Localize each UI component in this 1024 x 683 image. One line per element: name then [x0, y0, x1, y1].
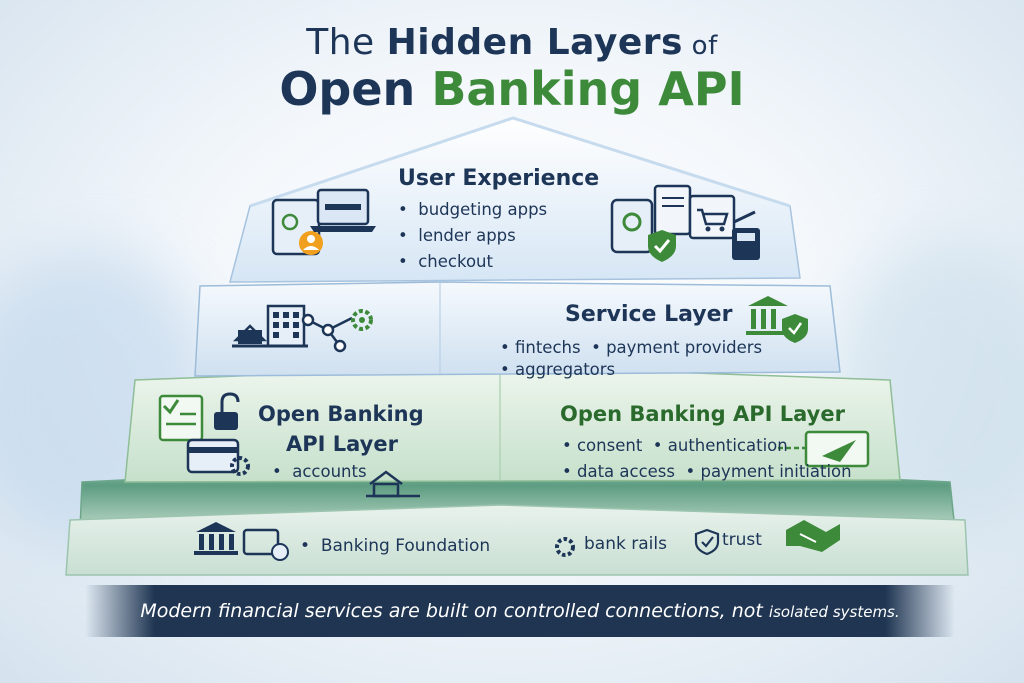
tablet-user-icon: [271, 198, 323, 256]
api-layer-left-heading-2: API Layer: [286, 432, 398, 456]
user-experience-heading: User Experience: [398, 166, 600, 191]
list-item: • budgeting apps: [398, 200, 548, 219]
arrow-send-icon: [778, 430, 870, 468]
title-line-2: Open Banking API: [279, 62, 745, 116]
shield-check-icon: [694, 528, 720, 556]
house-icon: [366, 470, 420, 498]
service-layer-shape: [194, 281, 841, 377]
foundation-item-trust: trust: [722, 530, 762, 550]
gear-icon: [555, 537, 575, 557]
bank-building-icon: [194, 522, 238, 555]
title-line-1: The Hidden Layers of: [306, 22, 718, 63]
foundation-item-bank-rails: bank rails: [584, 534, 667, 554]
list-item: • aggregators: [500, 360, 616, 379]
handshake-icon: [786, 520, 840, 552]
foundation-heading: • Banking Foundation: [300, 536, 491, 556]
bank-building-icon: [232, 304, 308, 348]
list-item: • data access • payment initiation: [562, 462, 852, 481]
service-layer-heading: Service Layer: [565, 302, 733, 327]
api-layer-left-heading-1: Open Banking: [258, 402, 424, 426]
laptop-icon: [310, 188, 376, 232]
network-nodes-icon: [301, 313, 353, 353]
card-terminal-icon: [732, 228, 760, 260]
card-gear-icon: [186, 438, 250, 476]
checklist-icon: [158, 394, 204, 442]
bank-shield-icon: [746, 296, 808, 343]
cart-icon: [688, 194, 756, 240]
list-item: • fintechs • payment providers: [500, 338, 763, 357]
unlock-icon: [214, 392, 240, 430]
shield-check-icon: [648, 230, 676, 262]
list-item: • checkout: [398, 252, 493, 271]
list-item: • accounts: [272, 462, 367, 481]
list-item: • lender apps: [398, 226, 516, 245]
card-terminal-icon: [242, 528, 289, 561]
gear-icon: [351, 309, 373, 331]
phone-checkout-icon: [610, 184, 692, 254]
api-layer-right-heading: Open Banking API Layer: [560, 402, 845, 426]
list-item: • consent • authentication: [562, 436, 788, 455]
bottom-banner: Modern financial services are built on c…: [85, 585, 955, 637]
